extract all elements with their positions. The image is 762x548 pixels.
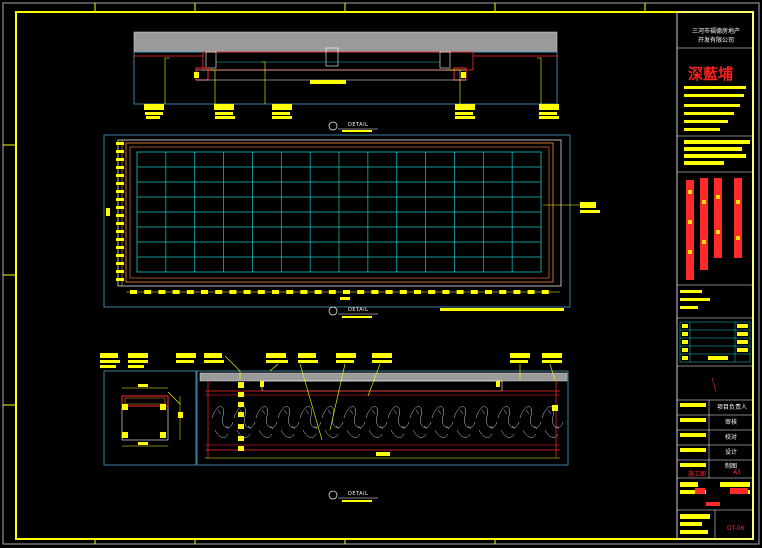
detail-marker-top — [328, 121, 378, 132]
dimension-tick — [116, 166, 124, 169]
dimension-tick — [513, 290, 521, 294]
dimension-tick — [328, 290, 336, 294]
role-project-lead: 项目负责人 — [717, 404, 748, 411]
detail-marker-middle — [328, 306, 378, 318]
dimension-tick — [527, 290, 535, 294]
dimension-tick — [116, 214, 124, 217]
dimension-tick — [414, 290, 421, 294]
dimension-tick — [371, 290, 379, 294]
dimension-tick — [116, 262, 124, 265]
sheet-inner-frame — [15, 11, 754, 540]
dimension-tick — [116, 158, 124, 161]
company-name-line2: 开发有限公司 — [698, 37, 735, 44]
dimension-tick — [343, 290, 350, 294]
dimension-tick — [116, 150, 124, 153]
dimension-tick — [229, 290, 237, 294]
carved-ornament-pattern — [211, 406, 564, 438]
dimension-tick — [499, 290, 507, 294]
ceiling-grid-lines — [137, 152, 541, 272]
zone-ticks — [3, 3, 646, 544]
left-dimension-ticks — [116, 142, 124, 281]
dimension-tick — [158, 290, 166, 294]
dimension-tick — [116, 254, 124, 257]
sheet-size-label: A3 — [733, 469, 741, 476]
dimension-tick — [442, 290, 450, 294]
dimension-tick — [116, 222, 124, 225]
detail-label-top: DETAIL — [348, 122, 369, 128]
dimension-tick — [144, 290, 152, 294]
dimension-tick — [201, 290, 208, 294]
dimension-tick — [470, 290, 478, 294]
dimension-tick — [116, 278, 124, 281]
dimension-tick — [116, 174, 124, 177]
dimension-tick — [399, 290, 407, 294]
dimension-tick — [272, 290, 279, 294]
section-middle-plan — [103, 134, 600, 311]
company-name-line1: 三河市福德房地产 — [692, 28, 741, 35]
dimension-tick — [116, 198, 124, 201]
dimension-tick — [186, 290, 194, 294]
dimension-tick — [357, 290, 365, 294]
dimension-tick — [314, 290, 322, 294]
dimension-tick — [257, 290, 265, 294]
dimension-tick — [116, 190, 124, 193]
section-bottom-left-detail — [100, 353, 197, 466]
detail-marker-bottom — [328, 490, 378, 502]
dimension-tick — [428, 290, 436, 294]
role-drafting: 制图 — [725, 463, 738, 470]
dimension-tick — [116, 270, 124, 273]
dimension-tick — [116, 246, 124, 249]
dimension-tick — [286, 290, 294, 294]
role-proofread: 校对 — [725, 434, 738, 441]
role-design: 设计 — [725, 449, 738, 456]
bottom-dimension-ticks — [130, 290, 549, 294]
role-review: 审核 — [725, 419, 738, 426]
dimension-tick — [485, 290, 492, 294]
company-logo: 深藍埔 — [688, 65, 734, 83]
dimension-tick — [116, 182, 124, 185]
title-block — [676, 11, 754, 540]
dimension-tick — [130, 290, 137, 294]
dimension-tick — [243, 290, 251, 294]
detail-label-middle: DETAIL — [348, 307, 369, 313]
drawing-number: DT-06 — [727, 525, 745, 532]
dimension-tick — [215, 290, 223, 294]
drawing-stage-label: 施工图 — [688, 471, 707, 478]
dimension-tick — [116, 142, 124, 145]
section-bottom-right-elevation — [196, 353, 569, 466]
dimension-tick — [116, 230, 124, 233]
dimension-tick — [116, 206, 124, 209]
dimension-tick — [116, 238, 124, 241]
dimension-tick — [541, 290, 549, 294]
detail-label-bottom: DETAIL — [348, 491, 369, 497]
dimension-tick — [300, 290, 308, 294]
dimension-tick — [385, 290, 393, 294]
section-top-elevation — [133, 31, 559, 119]
dimension-tick — [172, 290, 180, 294]
dimension-tick — [456, 290, 464, 294]
